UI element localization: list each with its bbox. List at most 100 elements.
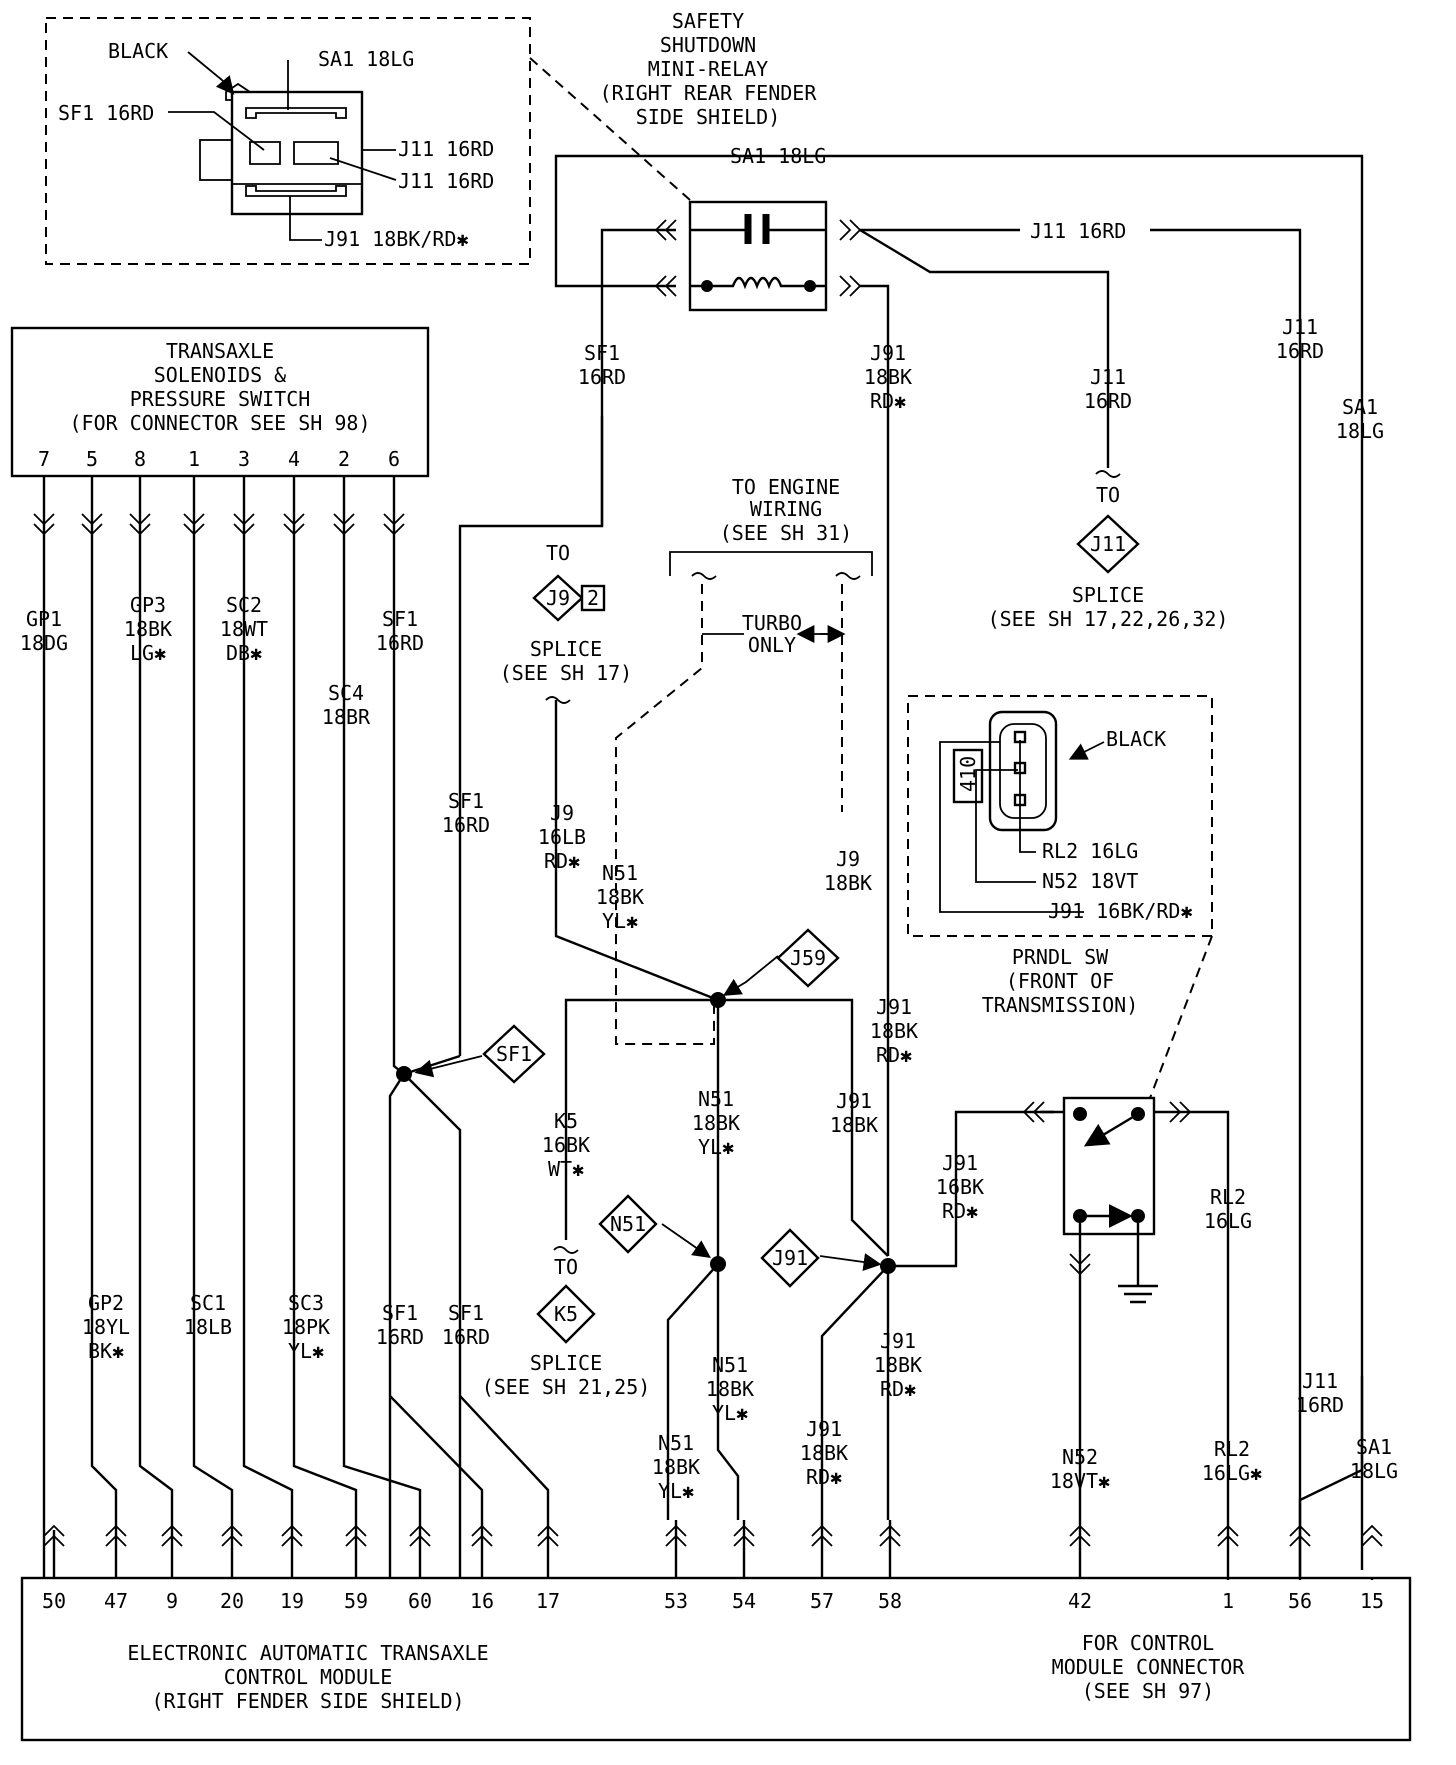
wire-label-sc3-0: SC3 xyxy=(288,1291,324,1315)
j91-splice-diamond xyxy=(760,1228,820,1288)
module-pin-15: 15 xyxy=(1360,1589,1384,1613)
relay-title-3: MINI-RELAY xyxy=(648,57,768,81)
wire-label-j11-tail-1: 16RD xyxy=(1084,389,1132,413)
module-connector-56 xyxy=(1289,1524,1311,1547)
module-pin-59: 59 xyxy=(344,1589,368,1613)
engine-title-2: WIRING xyxy=(750,497,822,521)
wire-label-j91-18bk-0: J91 xyxy=(836,1089,872,1113)
inset-sa1-label: SA1 18LG xyxy=(318,47,414,71)
wire-label-sc4-0: SC4 xyxy=(328,681,364,705)
relay-title-1: SAFETY xyxy=(672,9,744,33)
wire-label-j91-b1-0: J91 xyxy=(806,1417,842,1441)
wire-label-k5-0: K5 xyxy=(554,1109,578,1133)
relay-coil xyxy=(690,276,826,290)
wire-label-gp3-2: LG✱ xyxy=(130,641,166,665)
wire-label-j91-mid-1: 18BK xyxy=(870,1019,918,1043)
wire-label-sa1-b-0: SA1 xyxy=(1356,1435,1392,1459)
module-connector-9 xyxy=(161,1524,183,1547)
j11-splice-label: J11 xyxy=(1090,532,1126,556)
solenoids-box xyxy=(10,326,430,478)
wire-label-rl2-0: RL2 xyxy=(1210,1185,1246,1209)
module-connector-17 xyxy=(537,1524,559,1547)
middle-network: J59 SF1 N51 J91 xyxy=(388,700,1054,1580)
relay-connector-inset: BLACK SA1 18LG SF1 16RD J11 16RD J11 16R… xyxy=(45,17,691,265)
solenoids-title-3: PRESSURE SWITCH xyxy=(130,387,311,411)
wire-label-gp2-1: 18YL xyxy=(82,1315,130,1339)
inset-j11-label-a: J11 16RD xyxy=(398,137,494,161)
wire-label-j91-mid-0: J91 xyxy=(876,995,912,1019)
wire-label-j9-0: J9 xyxy=(550,801,574,825)
wire-label-sa1-right-0: SA1 xyxy=(1342,395,1378,419)
wire-label-sf1-relay-1: 16RD xyxy=(578,365,626,389)
wire-label-j91-relay-0: J91 xyxy=(870,341,906,365)
splice-references: TO J9 2 SPLICE (SEE SH 17) TO J11 SPLICE… xyxy=(482,470,1228,1399)
top-wiring: SA1 18LG J11 16RD xyxy=(458,144,1364,1590)
j11-splice-diamond xyxy=(1076,514,1140,574)
wire-label-sf1-b2-0: SF1 xyxy=(448,1301,484,1325)
wire-label-n51-mid-1: 18BK xyxy=(692,1111,740,1135)
control-module-box xyxy=(20,1576,1412,1742)
j9-splice-title-1: SPLICE xyxy=(530,637,602,661)
module-pin-54: 54 xyxy=(732,1589,756,1613)
module-connector-15 xyxy=(1361,1524,1383,1547)
wire-label-sf1-mid-1: 16RD xyxy=(442,813,490,837)
j91-splice-label: J91 xyxy=(772,1246,808,1270)
wire-label-j91-b2-2: RD✱ xyxy=(880,1377,916,1401)
turbo-label-2: ONLY xyxy=(748,633,796,657)
wire-label-j91-relay-2: RD✱ xyxy=(870,389,906,413)
wire-label-rl2-b-0: RL2 xyxy=(1214,1437,1250,1461)
solenoids-title-2: SOLENOIDS & xyxy=(154,363,286,387)
solenoid-pin-7: 7 xyxy=(38,447,50,471)
module-pin-1: 1 xyxy=(1222,1589,1234,1613)
module-pin-57: 57 xyxy=(810,1589,834,1613)
n51-splice-diamond xyxy=(598,1194,658,1254)
wire-label-j9-18bk-1: 18BK xyxy=(824,871,872,895)
wire-label-n51-b2-1: 18BK xyxy=(706,1377,754,1401)
module-connector-20 xyxy=(221,1524,243,1547)
wire-label-gp3-0: GP3 xyxy=(130,593,166,617)
module-connector-60 xyxy=(409,1524,431,1547)
solenoid-pin-3: 3 xyxy=(238,447,250,471)
module-pin-16: 16 xyxy=(470,1589,494,1613)
engine-wiring: TO ENGINE WIRING (SEE SH 31) TURBO ONLY xyxy=(615,475,873,1045)
solenoid-pin-2: 2 xyxy=(338,447,350,471)
solenoids-title-4: (FOR CONNECTOR SEE SH 98) xyxy=(69,411,370,435)
module-connector-title-3: (SEE SH 97) xyxy=(1082,1679,1214,1703)
turbo-label-1: TURBO xyxy=(742,611,802,635)
solenoid-pin-1: 1 xyxy=(188,447,200,471)
module-connector-1 xyxy=(1217,1524,1239,1547)
prndl-title-2: (FRONT OF xyxy=(1006,969,1114,993)
module-pin-17: 17 xyxy=(536,1589,560,1613)
transaxle-solenoids: TRANSAXLE SOLENOIDS & PRESSURE SWITCH (F… xyxy=(10,326,430,536)
wire-label-j91-18bk-1: 18BK xyxy=(830,1113,878,1137)
wire-label-j91-b1-2: RD✱ xyxy=(806,1465,842,1489)
wire-label-sf1-mid-0: SF1 xyxy=(448,789,484,813)
wire-label-j9-2: RD✱ xyxy=(544,849,580,873)
wire-label-j91-mid-2: RD✱ xyxy=(876,1043,912,1067)
wire-label-n51-up-2: YL✱ xyxy=(602,909,638,933)
wire-label-n52-1: 18VT✱ xyxy=(1050,1469,1110,1493)
prndl-connector-inset: 410 BLACK RL2 16LG N52 18VT J91 16BK/RD✱… xyxy=(907,695,1213,1099)
relay-title-2: SHUTDOWN xyxy=(660,33,756,57)
prndl-black-label: BLACK xyxy=(1106,727,1166,751)
module-pin-56: 56 xyxy=(1288,1589,1312,1613)
inset-sf1-label: SF1 16RD xyxy=(58,101,154,125)
k5-to-label: TO xyxy=(554,1255,578,1279)
wire-label-j91-b1-1: 18BK xyxy=(800,1441,848,1465)
wire-label-sc2-2: DB✱ xyxy=(226,641,262,665)
j9-splice-label: J9 xyxy=(546,586,570,610)
wire-label-sa1-b-1: 18LG xyxy=(1350,1459,1398,1483)
wire-label-rl2-b-1: 16LG✱ xyxy=(1202,1461,1262,1485)
wire-sa1-top-label: SA1 18LG xyxy=(730,144,826,168)
wire-label-sf1-b2-1: 16RD xyxy=(442,1325,490,1349)
module-connector-title-1: FOR CONTROL xyxy=(1082,1631,1214,1655)
j59-splice-diamond xyxy=(776,928,840,988)
wire-label-gp1-1: 18DG xyxy=(20,631,68,655)
wire-labels: GP118DGGP318BKLG✱SC218WTDB✱SC418BRSF116R… xyxy=(20,315,1398,1503)
wire-label-gp1-0: GP1 xyxy=(26,607,62,631)
module-connector-59 xyxy=(345,1524,367,1547)
black-leader xyxy=(187,51,235,95)
